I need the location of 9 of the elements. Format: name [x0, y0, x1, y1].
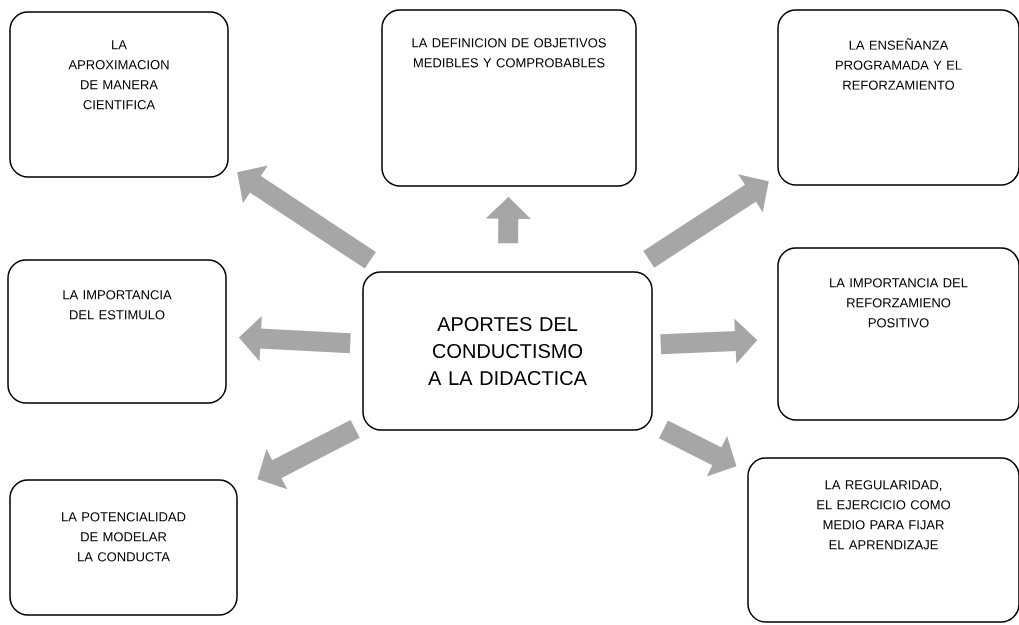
text-box: LA IMPORTANCIA DEL REFORZAMIENO POSITIVO: [777, 247, 1019, 421]
text-box: LA DEFINICION DE OBJETIVOS MEDIBLES Y COMPROBABLES: [381, 9, 637, 187]
text-box: LA APROXIMACION DE MANERA CIENTIFICA: [9, 11, 229, 178]
text-box: LA ENSEÑANZA PROGRAMADA Y EL REFORZAMIENTO: [777, 9, 1019, 186]
text-box: LA IMPORTANCIA DEL ESTIMULO: [7, 259, 227, 404]
text-box: LA POTENCIALIDAD DE MODELAR LA CONDUCTA: [9, 479, 238, 616]
block-arrow: [643, 174, 769, 268]
text-box: LA REGULARIDAD, EL EJERCICIO COMO MEDIO PARA FIJAR EL APRENDIZAJE: [747, 457, 1019, 623]
text-box: APORTES DEL CONDUCTISMO A LA DIDACTICA: [362, 271, 653, 431]
